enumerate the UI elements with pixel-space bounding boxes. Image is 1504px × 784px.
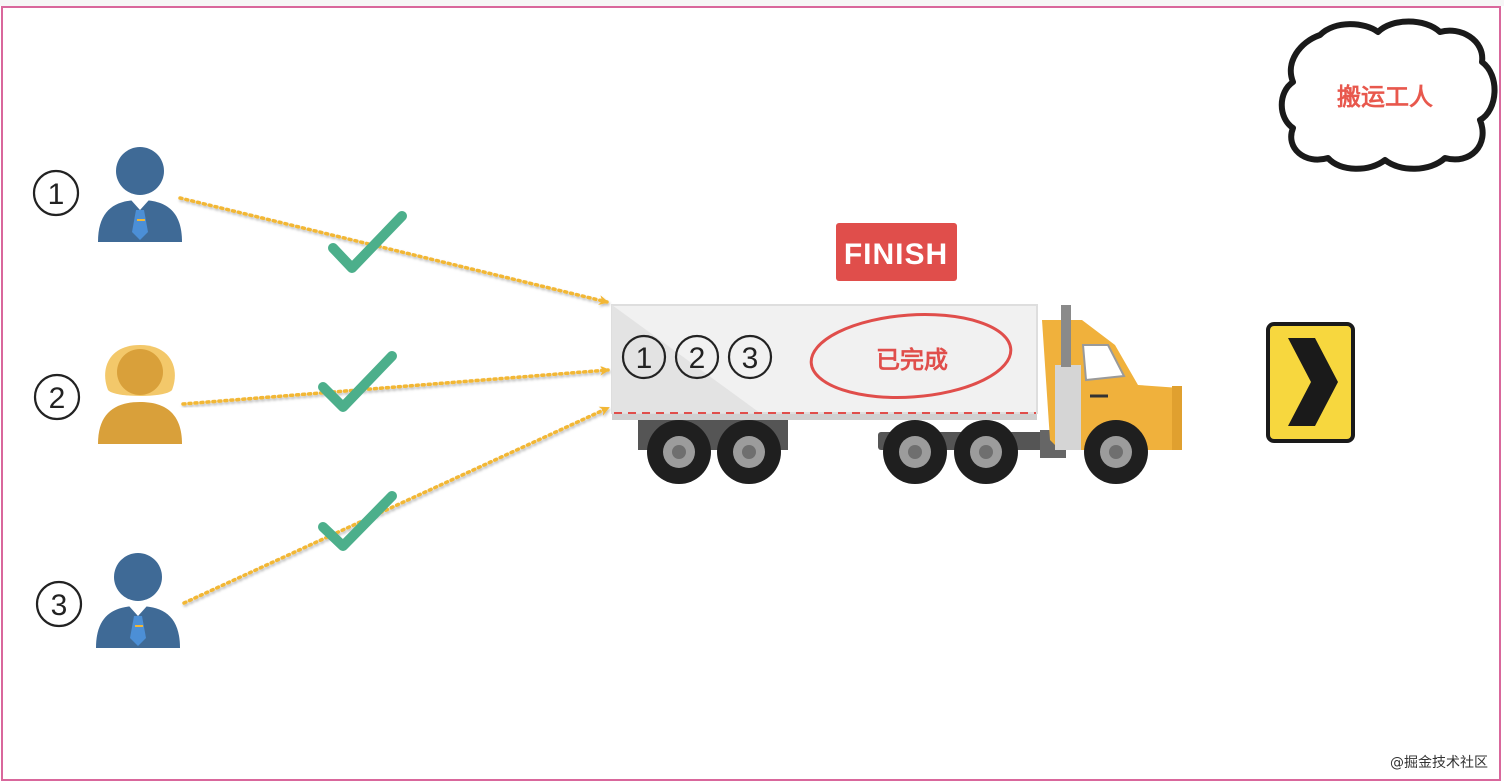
truck-number-2-text: 2 bbox=[689, 342, 706, 375]
truck-number-1: 1 bbox=[621, 334, 667, 380]
worker-male-icon bbox=[96, 553, 180, 648]
diagram-frame bbox=[1, 6, 1501, 781]
arrow-worker-1 bbox=[178, 196, 609, 305]
check-icon bbox=[318, 491, 397, 551]
finish-label: FINISH bbox=[844, 238, 948, 271]
worker-number-2: 2 bbox=[33, 373, 81, 421]
worker-number-2-text: 2 bbox=[49, 382, 66, 415]
worker-number-1: 1 bbox=[32, 169, 80, 217]
arrow-worker-2 bbox=[181, 365, 610, 406]
arrow-worker-3 bbox=[182, 406, 610, 605]
worker-number-3-text: 3 bbox=[51, 589, 68, 622]
truck-wheel bbox=[1084, 420, 1148, 484]
check-icon bbox=[318, 351, 397, 412]
check-icon bbox=[328, 211, 407, 273]
truck-wheel bbox=[717, 420, 781, 484]
done-label: 已完成 bbox=[876, 346, 948, 374]
done-stamp: 已完成 bbox=[809, 313, 1013, 399]
truck-number-3: 3 bbox=[727, 334, 773, 380]
truck-wheel bbox=[647, 420, 711, 484]
cloud-label: 搬运工人 bbox=[1337, 83, 1433, 111]
worker-male-icon bbox=[98, 147, 182, 242]
worker-female-icon bbox=[98, 345, 182, 444]
finish-badge: FINISH bbox=[836, 223, 957, 281]
truck-wheel bbox=[954, 420, 1018, 484]
watermark: @掘金技术社区 bbox=[1390, 755, 1488, 771]
worker-number-3: 3 bbox=[35, 580, 83, 628]
truck-wheel bbox=[883, 420, 947, 484]
truck-number-2: 2 bbox=[674, 334, 720, 380]
chevron-right-icon bbox=[1266, 322, 1355, 443]
truck-number-3-text: 3 bbox=[742, 342, 759, 375]
top-strip bbox=[0, 0, 1504, 6]
truck-icon bbox=[611, 304, 1182, 484]
worker-number-1-text: 1 bbox=[48, 178, 65, 211]
truck-number-1-text: 1 bbox=[636, 342, 653, 375]
cloud-shape bbox=[1278, 18, 1498, 172]
